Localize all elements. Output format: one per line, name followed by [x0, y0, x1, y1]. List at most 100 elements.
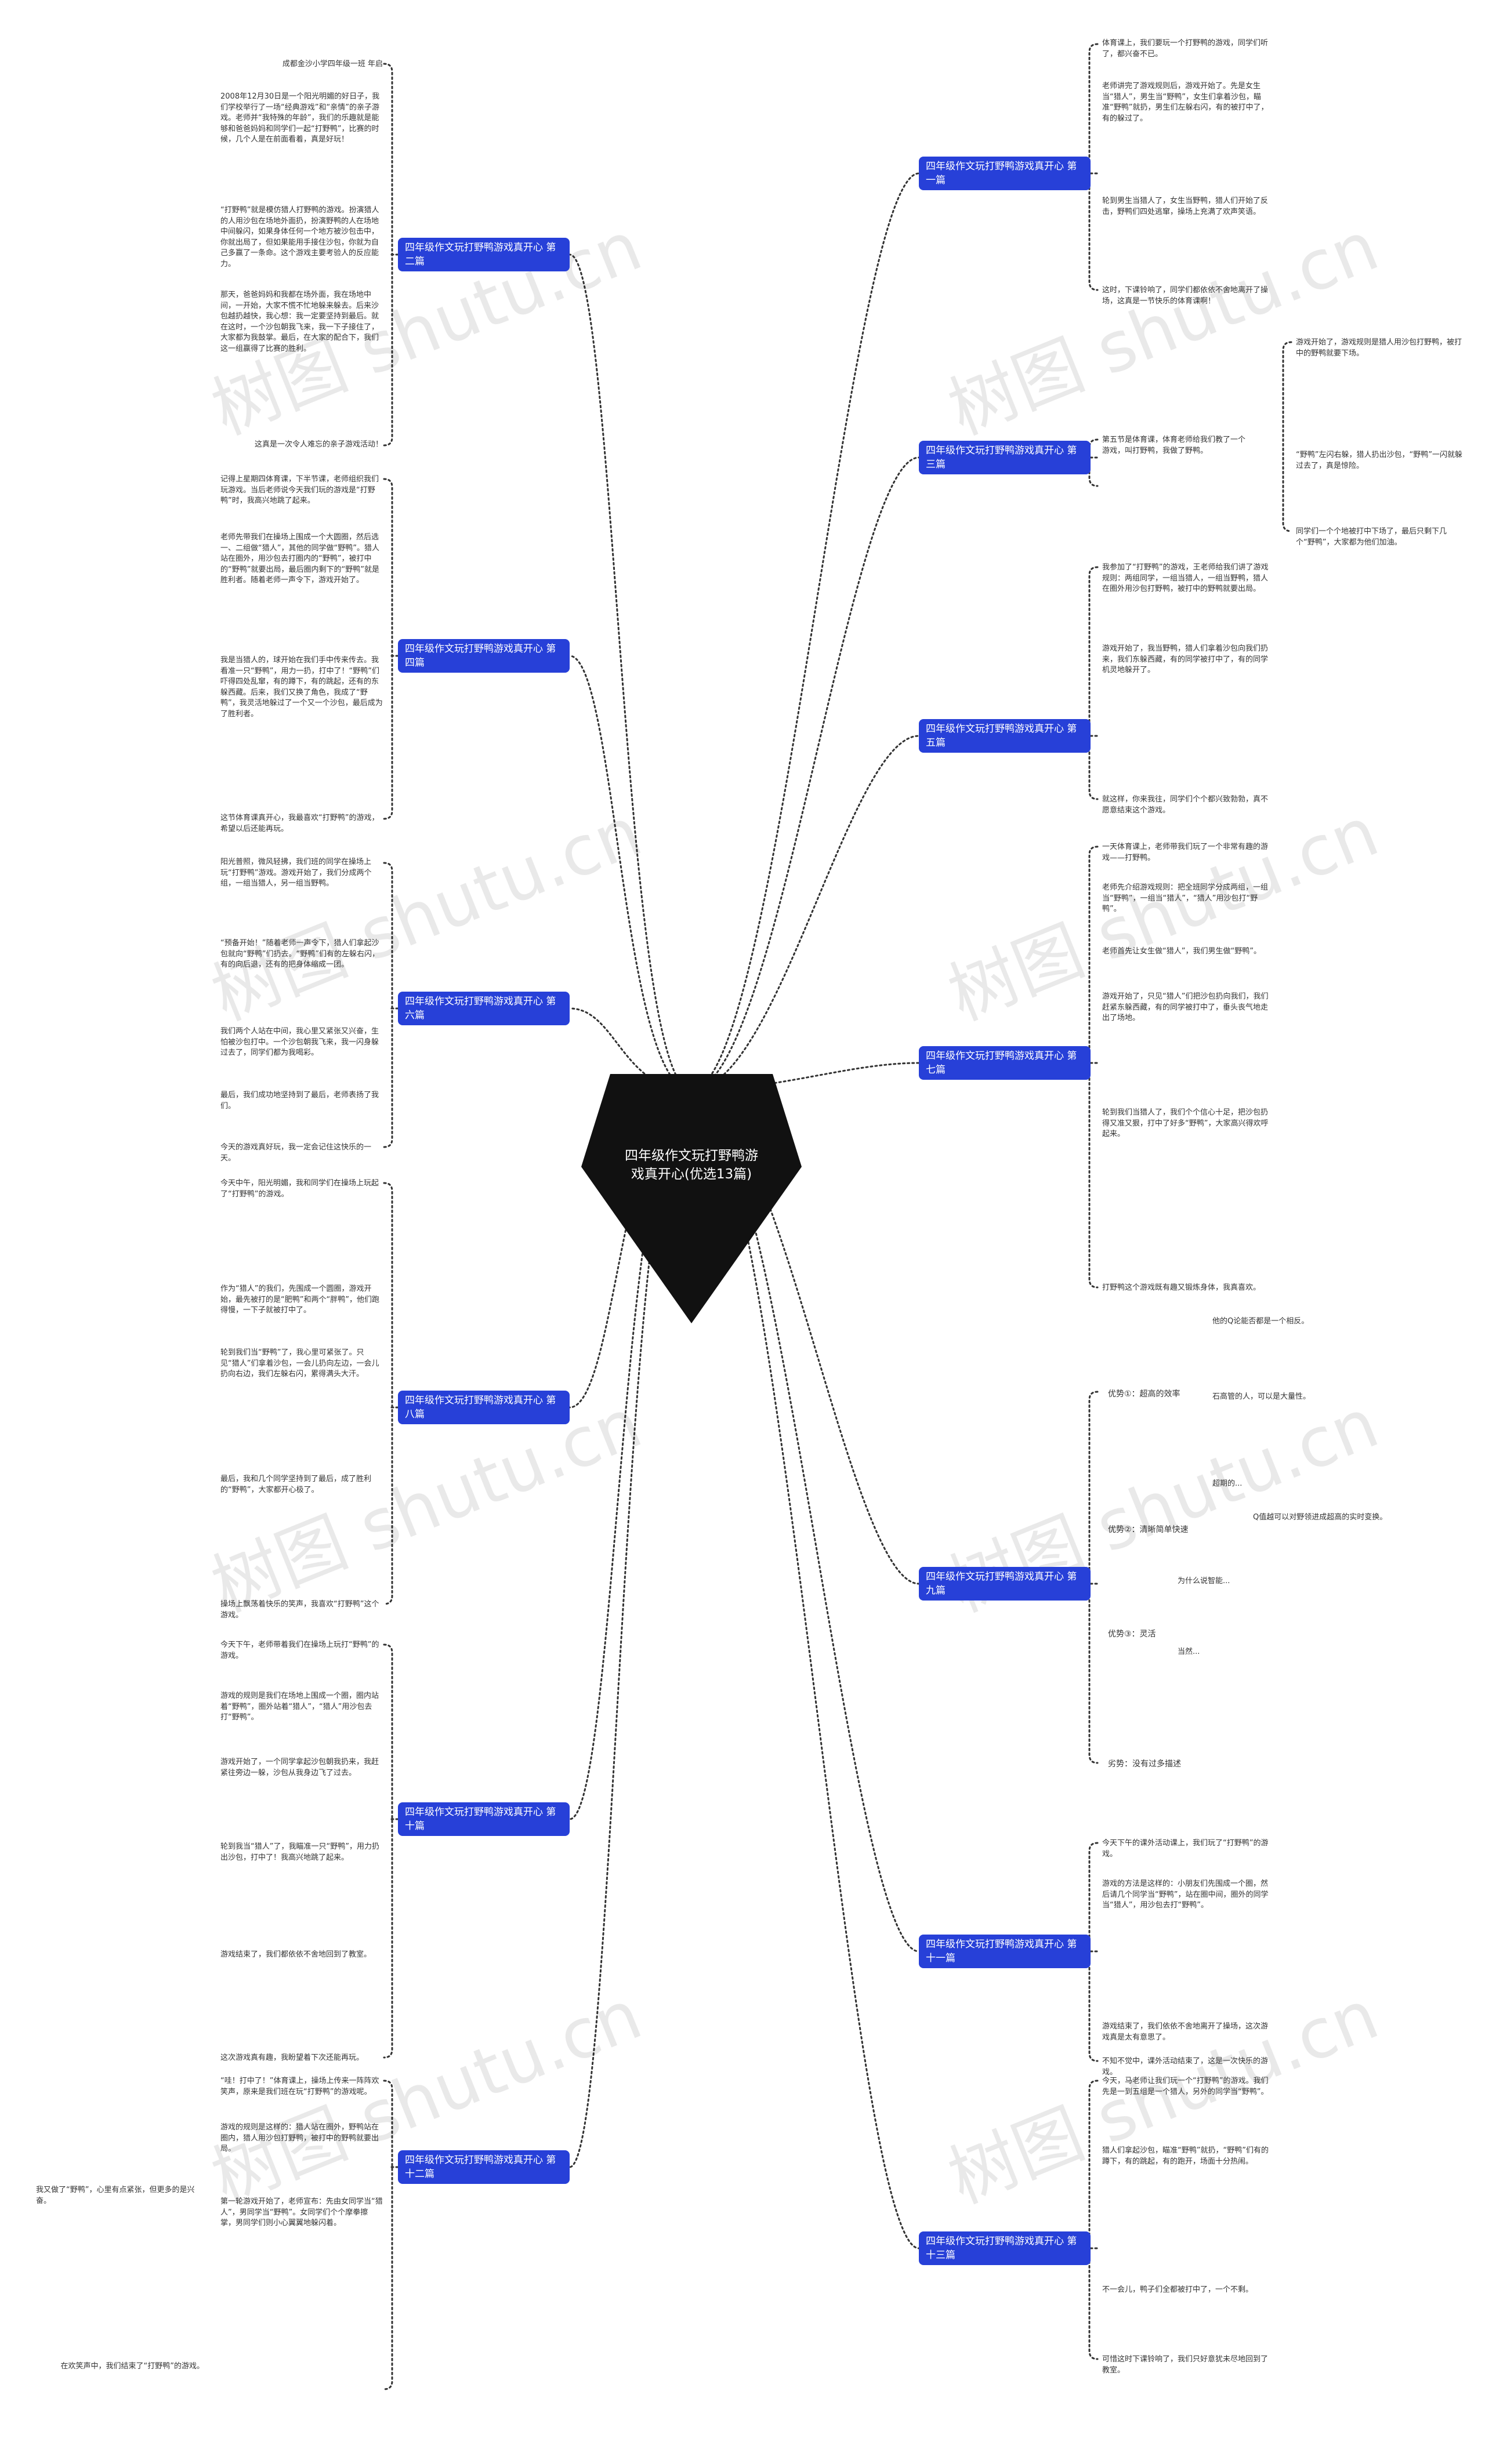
branch-node-9[interactable]: 四年级作文玩打野鸭游戏真开心 第九篇	[919, 1567, 1091, 1601]
branch-node-13[interactable]: 四年级作文玩打野鸭游戏真开心 第十三篇	[919, 2231, 1091, 2265]
branch-node-3[interactable]: 四年级作文玩打野鸭游戏真开心 第三篇	[919, 441, 1091, 474]
note-text: 最后，我们成功地坚持到了最后，老师表扬了我们。	[220, 1091, 379, 1111]
note-text: 游戏开始了，我当野鸭，猎人们拿着沙包向我们扔来，我们东躲西藏，有的同学被打中了，…	[1102, 644, 1269, 675]
note-text: 老师首先让女生做“猎人”，我们男生做“野鸭”。	[1102, 947, 1261, 956]
note-text: 第一轮游戏开始了，老师宣布：先由女同学当“猎人”，男同学当“野鸭”。女同学们个个…	[220, 2197, 383, 2228]
note-text: 第五节是体育课，体育老师给我们教了一个游戏，叫打野鸭，我做了野鸭。	[1102, 436, 1246, 455]
note-text: 2008年12月30日是一个阳光明媚的好日子，我们学校举行了一场“经典游戏”和“…	[220, 92, 380, 144]
note-bracket	[1088, 845, 1099, 1289]
note-bracket	[1088, 2080, 1099, 2360]
connector-line	[568, 253, 693, 1091]
note-text: “预备开始！”随着老师一声令下，猎人们拿起沙包就向“野鸭”们扔去。“野鸭”们有的…	[220, 939, 379, 970]
connector-line	[690, 456, 920, 1091]
note-bracket	[383, 862, 393, 1148]
branch-node-10[interactable]: 四年级作文玩打野鸭游戏真开心 第十篇	[398, 1802, 570, 1836]
note-text: 记得上星期四体育课，下半节课，老师组织我们玩游戏。当后老师说今天我们玩的游戏是“…	[220, 475, 379, 506]
note-text: 这时，下课铃响了，同学们都依依不舍地离开了操场，这真是一节快乐的体育课啊！	[1102, 286, 1269, 306]
note-bracket	[1088, 566, 1099, 800]
branch-node-2[interactable]: 四年级作文玩打野鸭游戏真开心 第二篇	[398, 238, 570, 271]
note-text: 我又做了“野鸭”，心里有点紧张，但更多的是兴奋。	[36, 2186, 195, 2205]
connector-line	[690, 1089, 920, 1585]
note-text: 游戏结束了，我们都依依不舍地回到了教室。	[220, 1950, 372, 1959]
note-text: 游戏开始了，一个同学拿起沙包朝我扔来，我赶紧往旁边一躲，沙包从我身边飞了过去。	[220, 1758, 379, 1777]
note-text: 为什么说智能...	[1178, 1577, 1230, 1585]
note-bracket	[1088, 1842, 1099, 2062]
note-text: 最后，我和几个同学坚持到了最后，成了胜利的“野鸭”，大家都开心极了。	[220, 1475, 372, 1494]
note-bracket	[1088, 43, 1099, 291]
note-text: 轮到我当“猎人”了，我瞄准一只“野鸭”，用力扔出沙包，打中了！我高兴地跳了起来。	[220, 1842, 379, 1862]
note-text: 今天中午，阳光明媚，我和同学们在操场上玩起了“打野鸭”的游戏。	[220, 1179, 379, 1199]
branch-node-12[interactable]: 四年级作文玩打野鸭游戏真开心 第十二篇	[398, 2150, 570, 2184]
note-text: 老师先带我们在操场上围成一个大圆圈，然后选一、二组做“猎人”，其他的同学做“野鸭…	[220, 533, 379, 585]
connector-line	[568, 655, 693, 1091]
note-text: “打野鸭”就是模仿猎人打野鸭的游戏。扮演猎人的人用沙包在场地外面扔，扮演野鸭的人…	[220, 206, 379, 268]
note-text: 今天下午，老师带着我们在操场上玩打“野鸭”的游戏。	[220, 1641, 379, 1660]
note-text: 游戏的规则是这样的：猎人站在圈外，野鸭站在圈内，猎人用沙包打野鸭，被打中的野鸭就…	[220, 2123, 379, 2154]
note-text: “哇！打中了！”体育课上，操场上传来一阵阵欢笑声，原来是我们班在玩“打野鸭”的游…	[220, 2077, 379, 2096]
note-text: 这节体育课真开心，我最喜欢“打野鸭”的游戏，希望以后还能再玩。	[220, 814, 379, 833]
note-text: 一天体育课上，老师带我们玩了一个非常有趣的游戏——打野鸭。	[1102, 843, 1269, 862]
note-text: 在欢笑声中，我们结束了“打野鸭”的游戏。	[60, 2362, 204, 2371]
note-text: 不知不觉中，课外活动结束了，这是一次快乐的游戏。	[1102, 2057, 1269, 2077]
note-text: 轮到男生当猎人了，女生当野鸭，猎人们开始了反击，野鸭们四处逃窜，操场上充满了欢声…	[1102, 197, 1269, 216]
connector-line	[568, 1089, 693, 1820]
sub-label-disadvantage: 劣势：没有过多描述	[1108, 1759, 1181, 1769]
note-bracket	[1088, 438, 1099, 487]
note-text: 轮到我们当猎人了，我们个个信心十足，把沙包扔得又准又狠，打中了好多“野鸭”，大家…	[1102, 1108, 1269, 1139]
note-text: 游戏的规则是我们在场地上围成一个圈，圈内站着“野鸭”，圈外站着“猎人”，“猎人”…	[220, 1692, 379, 1722]
note-text: 老师讲完了游戏规则后，游戏开始了。先是女生当“猎人”，男生当“野鸭”，女生们拿着…	[1102, 82, 1269, 123]
note-text: 阳光普照，微风轻拂，我们班的同学在操场上玩“打野鸭”游戏。游戏开始了，我们分成两…	[220, 858, 372, 888]
note-bracket	[383, 1643, 393, 2059]
branch-node-4[interactable]: 四年级作文玩打野鸭游戏真开心 第四篇	[398, 639, 570, 673]
connector-line	[690, 1089, 920, 1953]
note-text: “野鸭”左闪右躲，猎人扔出沙包，“野鸭”一闪就躲过去了，真是惊险。	[1296, 451, 1462, 470]
note-text: 游戏开始了，游戏规则是猎人用沙包打野鸭，被打中的野鸭就要下场。	[1296, 338, 1462, 358]
branch-node-6[interactable]: 四年级作文玩打野鸭游戏真开心 第六篇	[398, 992, 570, 1025]
note-bracket	[383, 1182, 393, 1605]
note-text: 不一会儿，鸭子们全都被打中了，一个不剩。	[1102, 2285, 1254, 2294]
note-text: 打野鸭这个游戏既有趣又锻炼身体，我真喜欢。	[1102, 1283, 1261, 1292]
note-text: 他的Q论能否都是一个相反。	[1212, 1317, 1309, 1326]
note-text: 今天，马老师让我们玩一个“打野鸭”的游戏。我们先是一到五组是一个猎人，另外的同学…	[1102, 2077, 1269, 2096]
note-text: 游戏的方法是这样的：小朋友们先围成一个圈，然后请几个同学当“野鸭”，站在圈中间，…	[1102, 1879, 1269, 1910]
note-text: 这次游戏真有趣，我盼望着下次还能再玩。	[220, 2053, 364, 2062]
note-text: 我参加了“打野鸭”的游戏，王老师给我们讲了游戏规则：两组同学，一组当猎人，一组当…	[1102, 563, 1269, 594]
note-text: 同学们一个个地被打中下场了，最后只剩下几个“野鸭”，大家都为他们加油。	[1296, 527, 1447, 547]
note-text: 今天下午的课外活动课上，我们玩了“打野鸭”的游戏。	[1102, 1839, 1269, 1859]
note-bracket	[383, 2080, 393, 2390]
note-text: 轮到我们当“野鸭”了，我心里可紧张了。只见“猎人”们拿着沙包，一会儿扔向左边，一…	[220, 1348, 379, 1379]
note-text: 老师先介绍游戏规则：把全班同学分成两组，一组当“野鸭”，一组当“猎人”，“猎人”…	[1102, 883, 1269, 914]
note-text: 超期的...	[1212, 1479, 1243, 1488]
branch-node-8[interactable]: 四年级作文玩打野鸭游戏真开心 第八篇	[398, 1391, 570, 1424]
note-text: 可惜这时下课铃响了，我们只好意犹未尽地回到了教室。	[1102, 2355, 1269, 2375]
note-text: 体育课上，我们要玩一个打野鸭的游戏，同学们听了，都兴奋不已。	[1102, 39, 1269, 59]
branch-node-11[interactable]: 四年级作文玩打野鸭游戏真开心 第十一篇	[919, 1935, 1091, 1968]
note-text: 我是当猎人的，球开始在我们手中传来传去。我看准一只“野鸭”，用力一扔，打中了！“…	[220, 656, 383, 718]
note-text: 那天，爸爸妈妈和我都在场外面，我在场地中间，一开始，大家不慌不忙地躲来躲去。后来…	[220, 291, 379, 353]
branch-node-1[interactable]: 四年级作文玩打野鸭游戏真开心 第一篇	[919, 157, 1091, 190]
note-text: 操场上飘荡着快乐的笑声，我喜欢“打野鸭”这个游戏。	[220, 1600, 379, 1620]
note-bracket	[1282, 341, 1292, 532]
note-text: 游戏结束了，我们依依不舍地离开了操场，这次游戏真是太有意思了。	[1102, 2022, 1269, 2042]
branch-node-5[interactable]: 四年级作文玩打野鸭游戏真开心 第五篇	[919, 719, 1091, 753]
note-text: 猎人们拿起沙包，瞄准“野鸭”就扔，“野鸭”们有的蹲下，有的跳起，有的跑开，场面十…	[1102, 2146, 1269, 2166]
note-text: 当然...	[1178, 1647, 1200, 1656]
sub-label-advantage-3: 优势③：灵活	[1108, 1630, 1156, 1639]
note-text: 作为“猎人”的我们，先围成一个圆圈，游戏开始，最先被打的是“肥鸭”和两个“胖鸭”…	[220, 1284, 379, 1315]
note-text: 这真是一次令人难忘的亲子游戏活动！	[254, 440, 383, 449]
note-text: 石高管的人，可以是大量性。	[1212, 1392, 1311, 1401]
center-title: 四年级作文玩打野鸭游戏真开心(优选13篇)	[625, 1148, 758, 1182]
pentagon-shape	[581, 1074, 802, 1323]
note-text: 我们两个人站在中间，我心里又紧张又兴奋，生怕被沙包打中。一个沙包朝我飞来，我一闪…	[220, 1027, 379, 1058]
branch-node-7[interactable]: 四年级作文玩打野鸭游戏真开心 第七篇	[919, 1046, 1091, 1080]
note-text: Q值越可以对野领进成超高的实时变换。	[1253, 1513, 1388, 1522]
sub-label-advantage-2: 优势②：清晰简单快速	[1108, 1525, 1189, 1534]
note-bracket	[383, 63, 393, 447]
connector-line	[690, 172, 920, 1091]
note-bracket	[383, 478, 393, 820]
connector-line	[690, 735, 920, 1091]
note-text: 游戏开始了，只见“猎人”们把沙包扔向我们，我们赶紧东躲西藏，有的同学被打中了，垂…	[1102, 992, 1269, 1023]
note-bracket	[1088, 1391, 1099, 1764]
center-node[interactable]: 四年级作文玩打野鸭游戏真开心(优选13篇)	[581, 1074, 802, 1323]
note-text: 成都金沙小学四年级一班 年启	[282, 60, 383, 68]
